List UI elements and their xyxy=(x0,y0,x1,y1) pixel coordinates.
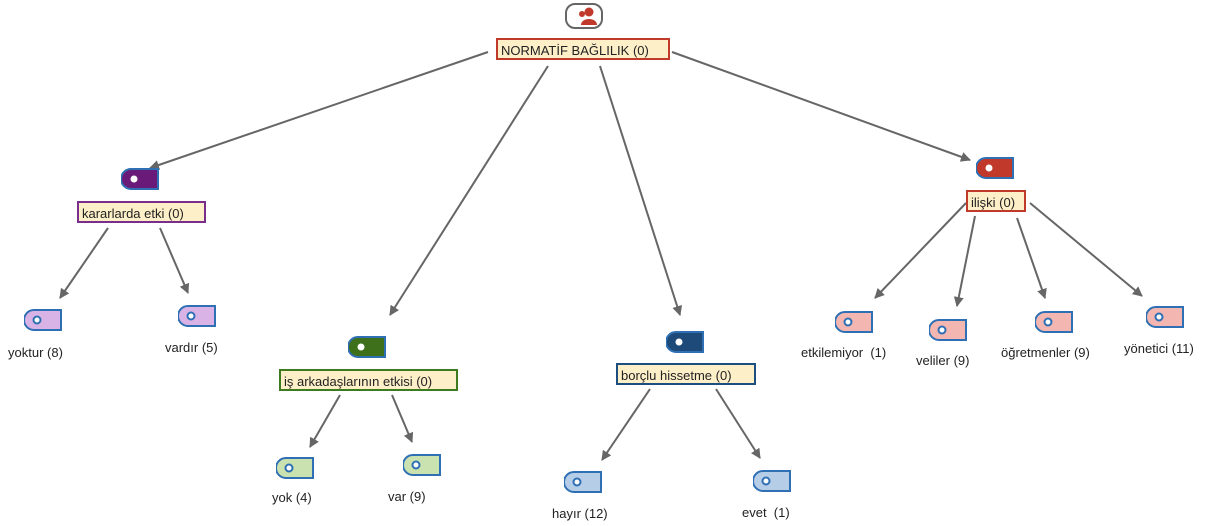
code-label[interactable]: yok (4) xyxy=(272,490,312,505)
code-label[interactable]: var (9) xyxy=(388,489,426,504)
category-label: borçlu hissetme (0) xyxy=(621,368,732,383)
category-label: ilişki (0) xyxy=(971,195,1016,210)
category-node-karar[interactable]: kararlarda etki (0) xyxy=(77,201,206,223)
root-icon xyxy=(565,3,603,34)
category-icon-is xyxy=(347,335,388,364)
category-node-is[interactable]: iş arkadaşlarının etkisi (0) xyxy=(279,369,458,391)
code-icon xyxy=(177,304,218,333)
code-label[interactable]: öğretmenler (9) xyxy=(1001,345,1090,360)
category-icon-borc xyxy=(665,330,706,359)
connector-arrow xyxy=(671,51,971,162)
connector-arrow xyxy=(599,65,683,316)
connector-arrow xyxy=(389,65,549,316)
category-node-borc[interactable]: borçlu hissetme (0) xyxy=(616,363,756,385)
code-label[interactable]: etkilemiyor (1) xyxy=(801,345,887,360)
code-label[interactable]: veliler (9) xyxy=(916,353,970,368)
code-icon xyxy=(834,310,875,339)
connector-arrow xyxy=(715,388,761,459)
code-icon xyxy=(752,469,793,498)
code-icon xyxy=(402,453,443,482)
root-node[interactable]: NORMATİF BAĞLILIK (0) xyxy=(496,38,670,60)
category-label: iş arkadaşlarının etkisi (0) xyxy=(284,374,433,389)
root-node-label: NORMATİF BAĞLILIK (0) xyxy=(501,43,649,58)
code-label[interactable]: evet (1) xyxy=(742,505,790,520)
code-icon xyxy=(23,308,64,337)
code-icon xyxy=(1145,305,1186,334)
category-node-iliski[interactable]: ilişki (0) xyxy=(966,190,1026,212)
connector-arrow xyxy=(1016,217,1047,299)
category-label: kararlarda etki (0) xyxy=(82,206,184,221)
connector-arrow xyxy=(59,227,109,299)
code-icon xyxy=(928,318,969,347)
code-icon xyxy=(275,456,316,485)
code-label[interactable]: hayır (12) xyxy=(552,506,608,521)
connector-arrow xyxy=(1029,202,1143,297)
code-icon xyxy=(563,470,604,499)
connector-arrow xyxy=(601,388,651,461)
connector-arrow xyxy=(149,51,489,170)
code-icon xyxy=(1034,310,1075,339)
connector-arrow xyxy=(391,394,414,443)
connector-arrow xyxy=(159,227,190,294)
connector-arrow xyxy=(874,202,967,299)
code-label[interactable]: yönetici (11) xyxy=(1124,341,1194,356)
code-label[interactable]: vardır (5) xyxy=(165,340,218,355)
category-icon-karar xyxy=(120,167,161,196)
code-label[interactable]: yoktur (8) xyxy=(8,345,63,360)
connector-arrow xyxy=(309,394,341,448)
category-icon-iliski xyxy=(975,156,1016,185)
connector-arrow xyxy=(953,215,976,307)
